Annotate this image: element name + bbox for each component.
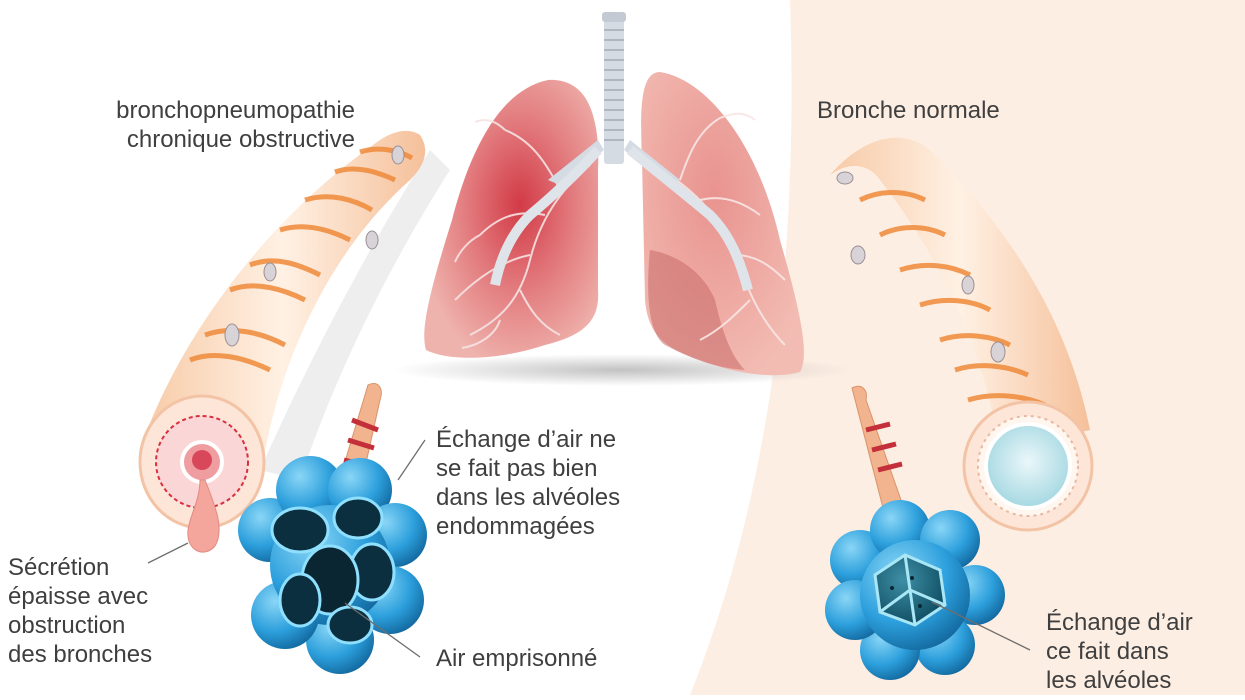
secretion-label: Sécrétion épaisse avec obstruction des b… (8, 553, 152, 669)
normal-bronchus-node (837, 172, 853, 184)
copd-bronchus-node (264, 263, 276, 281)
capillary-dot (918, 604, 922, 608)
copd-narrowed-lumen-core (192, 450, 212, 470)
normal-bronchus-node (962, 276, 974, 294)
enlarged-air-space (334, 498, 382, 538)
normal-bronchus-node (851, 246, 865, 264)
secretion-leader (148, 543, 188, 563)
left-lung (424, 80, 598, 358)
damaged-exchange-leader (398, 440, 425, 480)
normal-bronchus-title: Bronche normale (817, 96, 1000, 125)
copd-bronchus-node (225, 324, 239, 346)
capillary-dot (890, 586, 894, 590)
enlarged-air-space (328, 607, 372, 643)
capillary-dot (910, 576, 914, 580)
enlarged-air-space (272, 508, 328, 552)
copd-bronchus-node (366, 231, 378, 249)
normal-open-lumen (986, 424, 1070, 508)
lungs (392, 12, 852, 386)
copd-title: bronchopneumopathie chronique obstructiv… (30, 96, 355, 154)
normal-bronchus-node (991, 342, 1005, 362)
copd-bronchus-node (392, 146, 404, 164)
normal-exchange-label: Échange d’air ce fait dans les alvéoles (1046, 608, 1193, 695)
damaged-exchange-label: Échange d’air ne se fait pas bien dans l… (436, 425, 620, 541)
trapped-air-label: Air emprisonné (436, 644, 597, 673)
enlarged-air-space (280, 574, 320, 626)
